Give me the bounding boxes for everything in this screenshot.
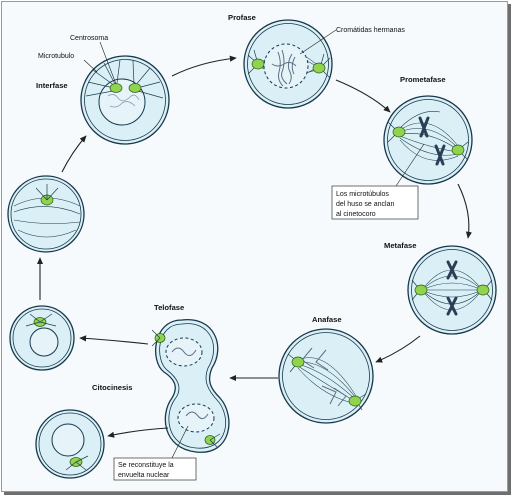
interfase-cell — [80, 55, 170, 145]
stage-label-anafase: Anafase — [312, 315, 342, 324]
profase-chromatids — [271, 49, 297, 87]
arrow-prometafase-to-metafase — [457, 183, 472, 239]
daughter-cell-bottom — [35, 409, 105, 479]
note-microtubulos-line-1: Los microtúbulos — [336, 191, 389, 198]
profase-nucleus — [263, 43, 309, 89]
profase-centrosome-left — [251, 58, 265, 70]
note-envoltura-line-1: Se reconstituye la — [118, 462, 174, 469]
arrow-telofase-to-daughter-left — [79, 335, 149, 345]
telofase-nucleus-bottom — [177, 403, 215, 433]
metafase-chromosomes — [446, 260, 458, 316]
arrow-profase-to-prometafase — [335, 79, 391, 113]
label-microtubulo: Microtubulo — [38, 53, 74, 60]
anafase-centrosome-right — [348, 395, 362, 407]
note-envoltura: Se reconstituye la envuelta nuclear — [113, 425, 197, 481]
cycle-arrows — [36, 55, 472, 438]
metafase-centrosome-left — [414, 284, 428, 296]
anafase-centrosome-left — [291, 356, 305, 368]
stage-label-citocinesis: Citocinesis — [92, 383, 133, 392]
profase-cell — [243, 19, 333, 109]
prometafase-chromosomes — [418, 116, 446, 166]
stage-label-interfase: Interfase — [36, 81, 68, 90]
stage-label-prometafase: Prometafase — [400, 75, 446, 84]
note-microtubulos-line-2: del huso se anclan — [336, 201, 394, 208]
note-microtubulos-line-3: al cinetocoro — [336, 211, 376, 218]
stage-label-metafase: Metafase — [384, 241, 417, 250]
metafase-centrosome-right — [476, 284, 490, 296]
anafase-cell — [278, 328, 374, 424]
arrow-interphase-to-interfase — [61, 135, 87, 173]
metafase-cell — [407, 245, 497, 335]
note-envoltura-line-2: envuelta nuclear — [118, 472, 170, 479]
daughter-cell-left — [9, 305, 75, 371]
arrow-interfase-to-profase — [171, 55, 237, 77]
prometafase-centrosome-left — [392, 126, 406, 138]
note-microtubulos: Los microtúbulos del huso se anclan al c… — [331, 143, 425, 220]
label-cromatidas-hermanas: Cromátidas hermanas — [336, 27, 405, 34]
prometafase-cell — [383, 95, 473, 185]
arrow-telofase-to-daughter — [107, 427, 169, 438]
stage-label-profase: Profase — [228, 13, 256, 22]
prometafase-centrosome-right — [451, 144, 465, 156]
arrow-metafase-to-anafase — [375, 335, 421, 363]
interfase-centrosome-right — [128, 83, 142, 93]
stage-label-telofase: Telofase — [154, 303, 184, 312]
telofase-cell — [151, 319, 230, 453]
profase-centrosome-right — [312, 62, 326, 74]
label-centrosoma: Centrosoma — [70, 35, 108, 42]
interphase-cell-left — [7, 175, 85, 253]
interfase-centrosome-left — [109, 83, 123, 93]
